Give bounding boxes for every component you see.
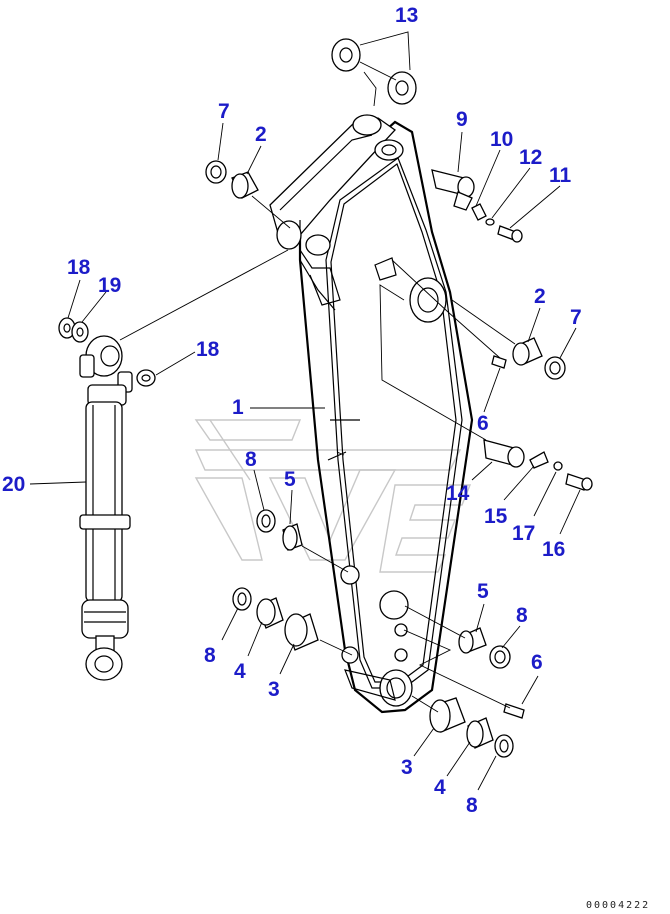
top-pin-boss-right [374, 139, 404, 161]
ring-8b [232, 587, 252, 611]
callout-15: 15 [484, 505, 508, 528]
callout-14: 14 [446, 482, 470, 505]
document-number: 00004222 [586, 900, 650, 911]
callout-3-right: 3 [401, 756, 413, 779]
assembly-lines [119, 195, 516, 713]
lower-pin-boss [379, 590, 409, 620]
leader-lines [29, 122, 581, 791]
washer-19 [71, 321, 89, 343]
callout-8-bottom: 8 [466, 794, 478, 817]
callout-1: 1 [232, 396, 244, 419]
callout-5-mid: 5 [284, 468, 296, 491]
shim-13a [331, 38, 361, 72]
callout-20: 20 [2, 473, 25, 496]
fitting-6a [491, 355, 507, 369]
clip-10 [471, 203, 487, 221]
callout-12: 12 [519, 146, 542, 169]
callout-4-left: 4 [234, 660, 246, 683]
parts [58, 31, 593, 758]
callout-7-right: 7 [570, 306, 582, 329]
ring-7b [544, 356, 566, 380]
ring-8c [489, 645, 511, 669]
callout-9: 9 [456, 108, 468, 131]
callout-8-left: 8 [204, 644, 216, 667]
clip-15 [529, 451, 549, 469]
callout-2-top: 2 [255, 123, 267, 146]
arm-body [269, 114, 474, 714]
callout-4-right: 4 [434, 776, 446, 799]
ring-8d [494, 734, 514, 758]
callout-5-right: 5 [477, 580, 489, 603]
callout-18-top: 18 [67, 256, 91, 279]
callout-13: 13 [395, 4, 418, 27]
bucket-pin-boss [379, 669, 413, 707]
callout-2-right: 2 [534, 285, 546, 308]
callout-labels: 13 7 2 9 10 12 11 18 19 18 2 7 1 6 20 8 … [2, 4, 582, 817]
callout-6-lower: 6 [531, 651, 543, 674]
callout-10: 10 [490, 128, 513, 151]
ring-8a [256, 509, 276, 533]
callout-17: 17 [512, 522, 535, 545]
top-pin-boss-left [352, 114, 382, 136]
washer-18b [136, 369, 156, 387]
callout-8-right: 8 [516, 604, 528, 627]
callout-3-left: 3 [268, 678, 280, 701]
ring-7a [205, 160, 227, 184]
bolt-16 [565, 473, 587, 491]
callout-19: 19 [98, 274, 121, 297]
washer-17 [553, 461, 563, 471]
callout-18-mid: 18 [196, 338, 220, 361]
callout-8-mid: 8 [245, 448, 257, 471]
callout-6-upper: 6 [477, 412, 489, 435]
arm-cylinder [79, 335, 133, 681]
washer-12 [485, 218, 495, 226]
watermark-logo [194, 419, 472, 573]
mid-pin-boss [409, 277, 447, 323]
callout-16: 16 [542, 538, 565, 561]
callout-7-top: 7 [218, 100, 230, 123]
callout-11: 11 [549, 164, 572, 187]
shim-13b [387, 71, 417, 105]
